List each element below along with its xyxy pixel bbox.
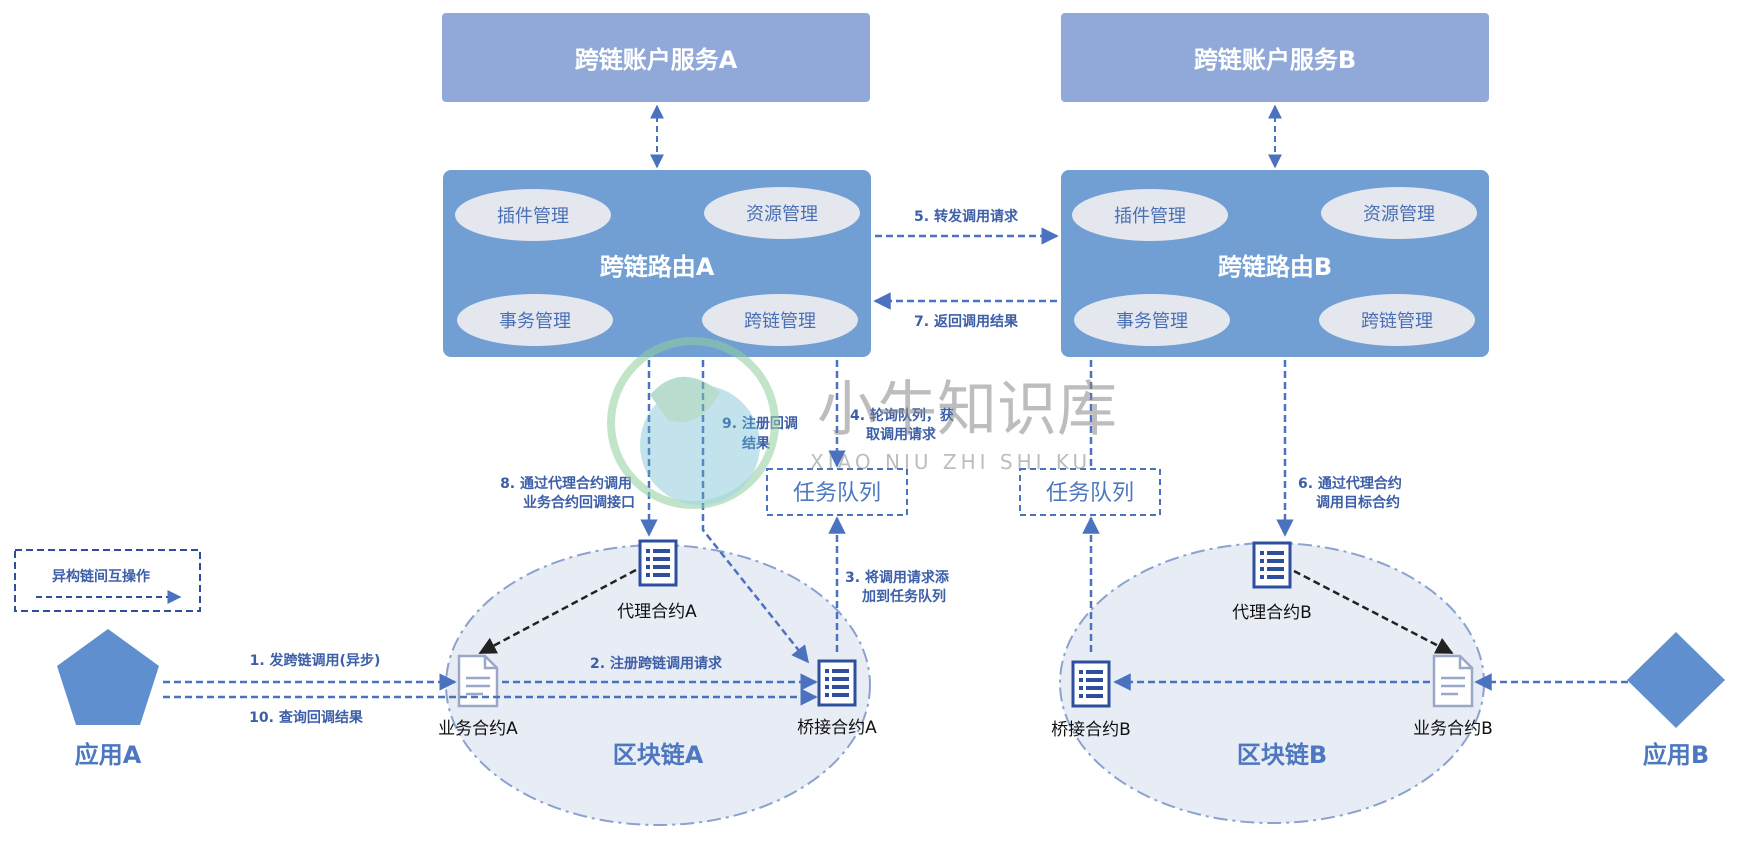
step4-label-line1: 4. 轮询队列，获 xyxy=(850,407,954,424)
router-b-transaction-oval xyxy=(1074,294,1230,346)
router-b-resource-oval xyxy=(1321,187,1477,239)
watermark-logo-icon xyxy=(607,337,779,509)
router-a-resource-label: 资源管理 xyxy=(746,204,818,225)
router-a-title: 跨链路由A xyxy=(600,253,715,281)
blockchain-a-title: 区块链A xyxy=(613,741,704,769)
app-a-pentagon-icon xyxy=(57,629,159,725)
account-service-b-label: 跨链账户服务B xyxy=(1194,46,1356,74)
proxy-contract-a-label: 代理合约A xyxy=(617,602,697,622)
router-a-transaction-oval xyxy=(457,294,613,346)
task-queue-a-label: 任务队列 xyxy=(793,481,881,506)
router-b-crosschain-oval xyxy=(1319,294,1475,346)
step3-label-line1: 3. 将调用请求添 xyxy=(845,569,950,586)
router-a-resource-oval xyxy=(704,187,860,239)
step8-label-line2: 业务合约回调接口 xyxy=(523,494,635,511)
router-b-transaction-label: 事务管理 xyxy=(1116,311,1188,332)
watermark-text: 小牛知识库 xyxy=(817,375,1117,445)
task-queue-a-box xyxy=(766,468,908,516)
app-a-label: 应用A xyxy=(75,741,142,769)
account-service-a-label: 跨链账户服务A xyxy=(575,46,738,74)
task-queue-b-label: 任务队列 xyxy=(1046,481,1134,506)
task-queue-b-box xyxy=(1019,468,1161,516)
step1-label: 1. 发跨链调用(异步) xyxy=(250,652,381,669)
proxy-contract-b-icon xyxy=(1252,541,1292,589)
app-b-diamond-icon xyxy=(1627,632,1725,728)
router-b-title: 跨链路由B xyxy=(1218,253,1332,281)
step9-label-line1: 9. 注册回调 xyxy=(722,415,798,432)
step9-label-line2: 结果 xyxy=(742,435,771,452)
step4-label-line2: 取调用请求 xyxy=(866,426,937,443)
app-b-label: 应用B xyxy=(1643,741,1709,769)
business-contract-b-label: 业务合约B xyxy=(1413,719,1493,739)
router-b-plugin-label: 插件管理 xyxy=(1114,206,1186,227)
step2-label: 2. 注册跨链调用请求 xyxy=(590,655,723,672)
proxy-to-business-b-arrow xyxy=(1293,569,1454,655)
bridge-contract-a-label: 桥接合约A xyxy=(797,718,877,738)
step3-label-line2: 加到任务队列 xyxy=(861,588,946,605)
step6-label-line2: 调用目标合约 xyxy=(1316,494,1400,511)
step7-label: 7. 返回调用结果 xyxy=(914,313,1019,330)
step5-label: 5. 转发调用请求 xyxy=(914,208,1019,225)
router-b-crosschain-label: 跨链管理 xyxy=(1361,311,1433,332)
bridge-contract-a-icon xyxy=(817,659,857,707)
business-contract-a-icon xyxy=(457,654,499,708)
watermark-subtext: XIAO NIU ZHI SHI KU xyxy=(810,450,1091,474)
business-contract-a-label: 业务合约A xyxy=(438,719,518,739)
router-a-crosschain-label: 跨链管理 xyxy=(744,311,816,332)
business-contract-b-icon xyxy=(1432,654,1474,708)
router-a-transaction-label: 事务管理 xyxy=(499,311,571,332)
proxy-to-business-a-arrow xyxy=(478,568,637,655)
account-service-a-box xyxy=(442,13,870,102)
router-b-plugin-oval xyxy=(1072,189,1228,241)
router-b-resource-label: 资源管理 xyxy=(1363,204,1435,225)
bridge-contract-b-label: 桥接合约B xyxy=(1051,720,1131,740)
step10-label: 10. 查询回调结果 xyxy=(249,709,364,726)
account-service-b-box xyxy=(1061,13,1489,102)
router-a-plugin-oval xyxy=(455,189,611,241)
blockchain-a-region xyxy=(445,544,871,826)
router-a-plugin-label: 插件管理 xyxy=(497,206,569,227)
bridge-contract-b-icon xyxy=(1071,660,1111,708)
step8-label-line1: 8. 通过代理合约调用 xyxy=(500,475,632,492)
proxy-contract-a-icon xyxy=(638,539,678,587)
blockchain-b-title: 区块链B xyxy=(1237,741,1327,769)
router-a-crosschain-oval xyxy=(702,294,858,346)
legend-label: 异构链间互操作 xyxy=(52,568,150,585)
step6-label-line1: 6. 通过代理合约 xyxy=(1298,475,1402,492)
step9-arrow xyxy=(701,360,810,664)
proxy-contract-b-label: 代理合约B xyxy=(1232,603,1312,623)
